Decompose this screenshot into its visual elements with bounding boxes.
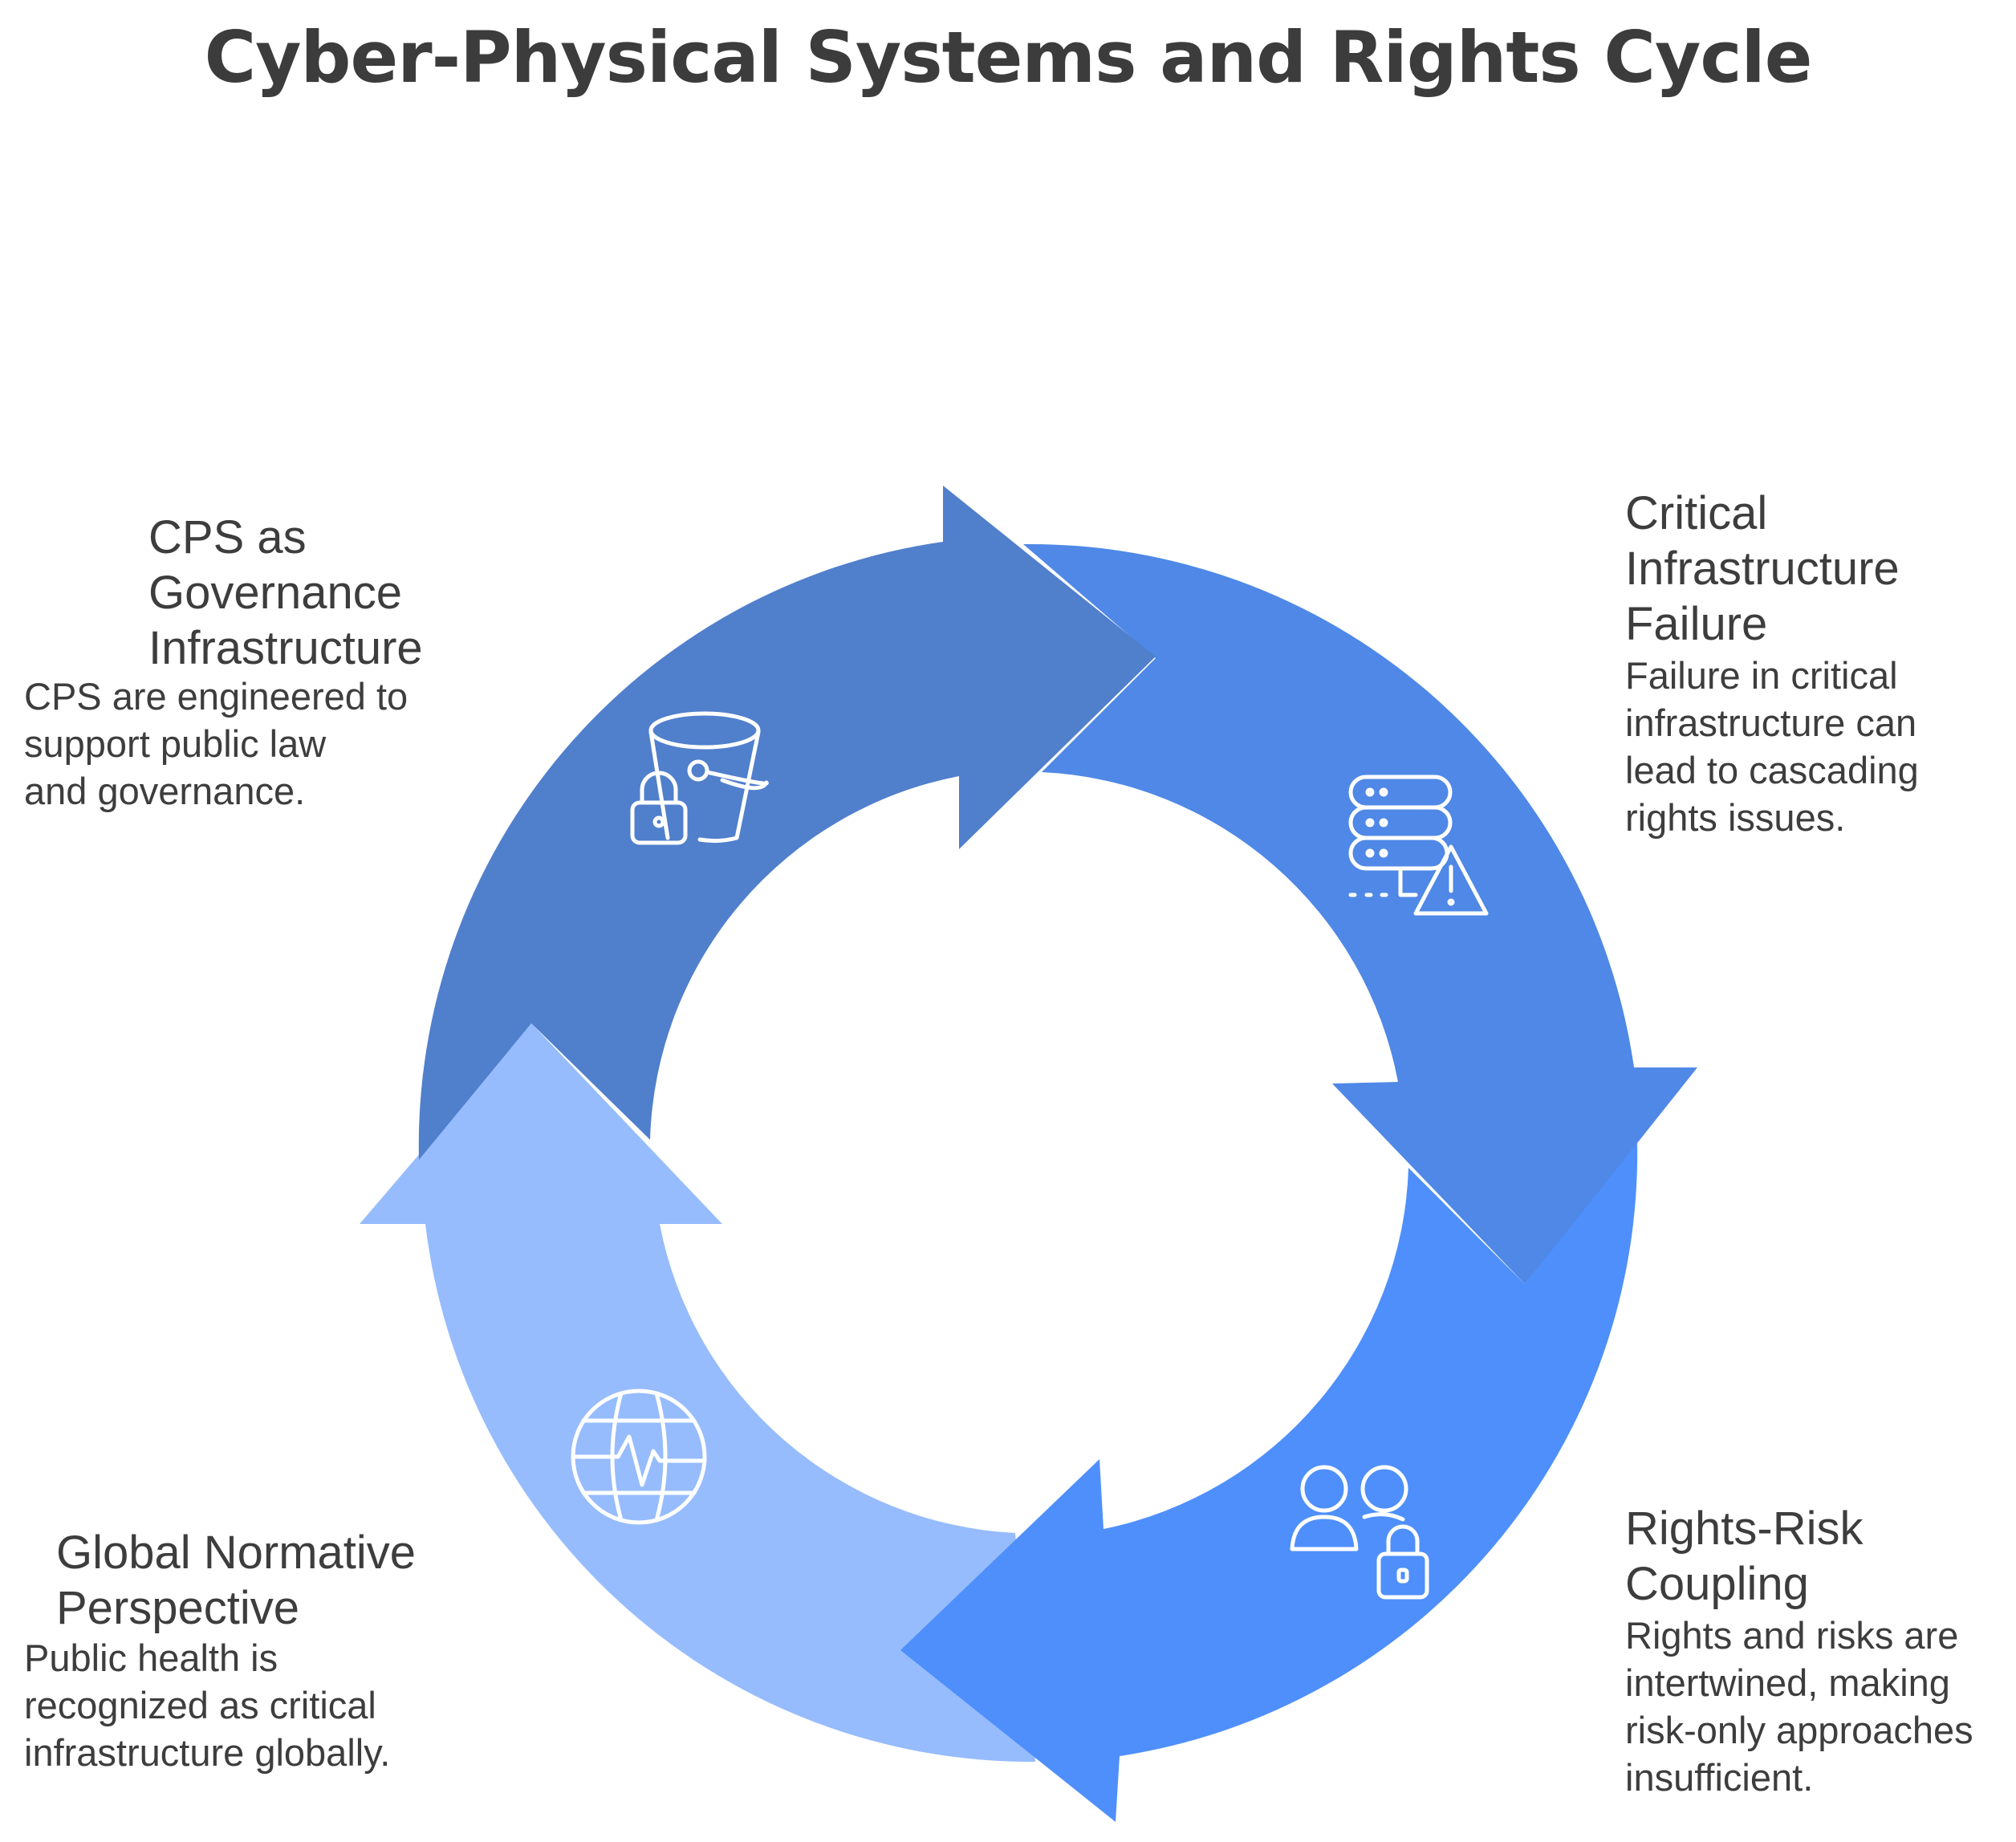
step-description-line: insufficient. [1625, 1756, 1814, 1799]
step-global-normative-description: Public health is recognized as critical … [24, 1634, 474, 1776]
step-description-line: Public health is [24, 1637, 278, 1679]
step-description-line: support public law [24, 722, 327, 765]
step-description-line: and governance. [24, 770, 306, 812]
step-title-line: Infrastructure [1625, 543, 1900, 595]
step-cps-governance: CPS as Governance Infrastructure [148, 510, 518, 676]
segment-global-normative [360, 1023, 1035, 1763]
step-description-line: infrastructure globally. [24, 1731, 391, 1774]
step-global-normative: Global Normative Perspective [56, 1525, 506, 1636]
step-description-line: CPS are engineered to [24, 675, 408, 718]
step-description-line: Failure in critical [1625, 654, 1898, 697]
step-infrastructure-failure: Critical Infrastructure Failure Failure … [1625, 486, 2002, 841]
users-lock-icon [1290, 1465, 1429, 1600]
step-description-line: intertwined, making [1625, 1661, 1950, 1704]
step-description-line: lead to cascading [1625, 749, 1919, 791]
step-title-line: Global Normative [56, 1527, 417, 1579]
step-description-line: infrastructure can [1625, 701, 1917, 744]
step-description-line: rights issues. [1625, 796, 1846, 839]
step-description-line: recognized as critical [24, 1684, 376, 1726]
step-title-line: Coupling [1625, 1558, 1809, 1610]
step-description-line: risk-only approaches [1625, 1709, 1973, 1751]
step-title-line: Infrastructure [148, 622, 423, 674]
step-title-line: CPS as [148, 511, 307, 563]
step-rights-risk-coupling: Rights-Risk Coupling Rights and risks ar… [1625, 1501, 2010, 1801]
segment-cps-governance [418, 486, 1156, 1160]
step-description-line: Rights and risks are [1625, 1614, 1959, 1657]
step-title-line: Perspective [56, 1582, 300, 1634]
segment-infrastructure-failure [1023, 543, 1697, 1284]
segment-rights-risk [900, 1141, 1638, 1822]
globe-pulse-icon [571, 1389, 707, 1525]
step-cps-governance-description: CPS are engineered to support public law… [24, 673, 474, 815]
step-title-line: Failure [1625, 598, 1768, 650]
step-title-line: Governance [148, 567, 402, 619]
server-warning-icon [1348, 775, 1489, 916]
bucket-lock-icon [630, 711, 769, 845]
step-title-line: Critical [1625, 487, 1768, 539]
diagram-title: Cyber-Physical Systems and Rights Cycle [204, 16, 1813, 99]
step-title-line: Rights-Risk [1625, 1502, 1864, 1555]
